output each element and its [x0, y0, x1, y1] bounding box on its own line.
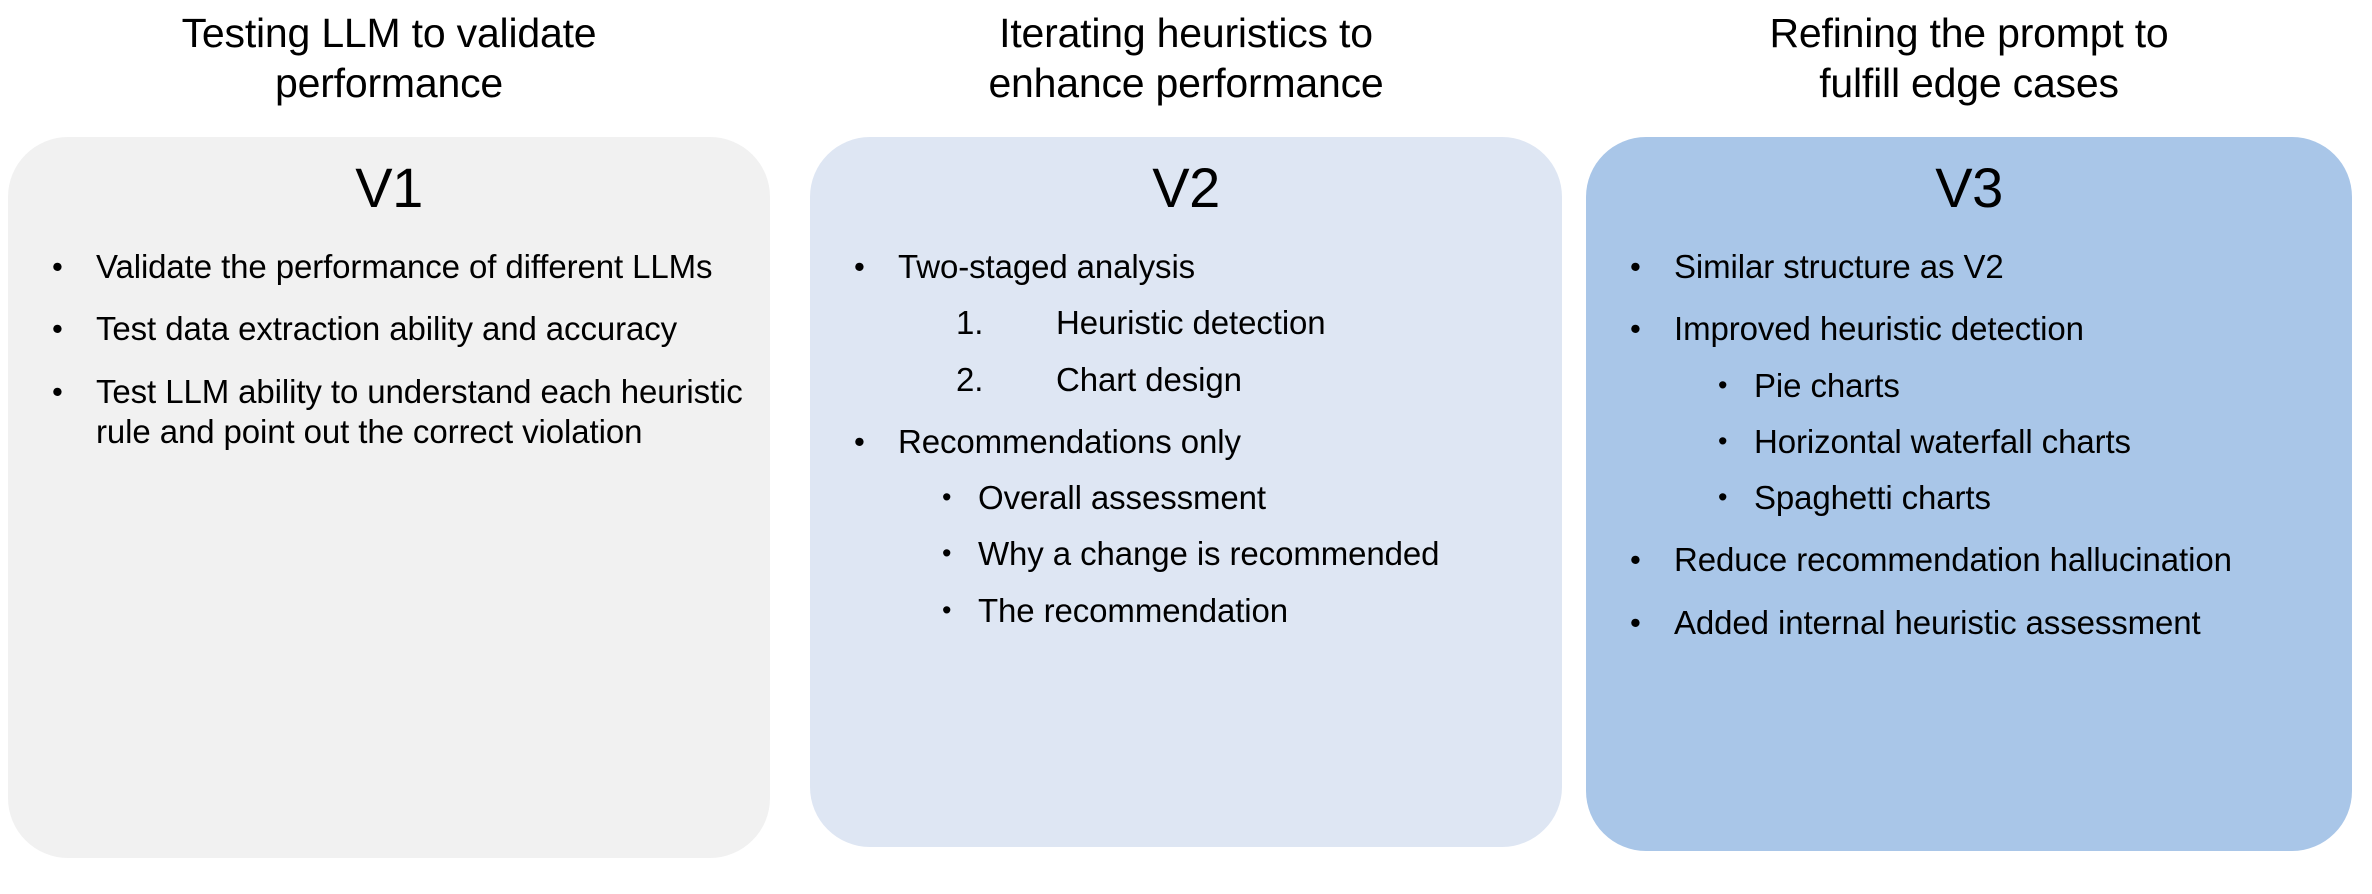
bullet-list-v2: • Two-staged analysis 1. Heuristic detec…: [836, 247, 1536, 631]
bullet-text: Added internal heuristic assessment: [1674, 603, 2201, 641]
list-item: • Test data extraction ability and accur…: [34, 309, 744, 349]
bullet-text: Reduce recommendation hallucination: [1674, 541, 2232, 579]
number-marker: 1.: [956, 304, 984, 342]
bullet-text: Pie charts: [1754, 366, 1900, 404]
bullet-marker: •: [1718, 482, 1728, 513]
column-heading-v1: Testing LLM to validate performance: [181, 10, 597, 107]
bullet-text: Horizontal waterfall charts: [1754, 422, 2131, 460]
bullet-marker: •: [1630, 249, 1641, 285]
list-item: • Test LLM ability to understand each he…: [34, 372, 744, 453]
list-item: • Validate the performance of different …: [34, 247, 744, 287]
bullet-marker: •: [52, 373, 63, 409]
bullet-text: Heuristic detection: [1056, 304, 1326, 342]
bullet-list-v1: • Validate the performance of different …: [34, 247, 744, 452]
bullet-text: Recommendations only: [898, 422, 1241, 460]
card-v3[interactable]: V3 • Similar structure as V2 • Improved …: [1586, 137, 2352, 852]
bullet-list-v3: • Similar structure as V2 • Improved heu…: [1612, 247, 2326, 643]
list-item: • Added internal heuristic assessment: [1612, 603, 2326, 643]
bullet-marker: •: [52, 311, 63, 347]
bullet-marker: •: [1718, 369, 1728, 400]
list-item: 2. Chart design: [836, 360, 1536, 400]
bullet-text: Test data extraction ability and accurac…: [96, 310, 678, 348]
column-v2: Iterating heuristics to enhance performa…: [790, 0, 1580, 848]
card-v1[interactable]: V1 • Validate the performance of differe…: [8, 137, 770, 859]
list-item: • Recommendations only: [836, 422, 1536, 462]
bullet-marker: •: [1718, 425, 1728, 456]
bullet-marker: •: [52, 249, 63, 285]
bullet-text: Two-staged analysis: [898, 248, 1196, 286]
card-title-v3: V3: [1935, 156, 2003, 220]
bullet-text: The recommendation: [978, 591, 1289, 629]
column-v1: Testing LLM to validate performance V1 •…: [0, 0, 790, 859]
card-v2[interactable]: V2 • Two-staged analysis 1. Heuristic de…: [810, 137, 1562, 848]
bullet-text: Why a change is recommended: [978, 535, 1440, 573]
card-title-v1: V1: [355, 156, 423, 220]
column-heading-v3: Refining the prompt to fulfill edge case…: [1769, 10, 2169, 107]
list-item: • Reduce recommendation hallucination: [1612, 540, 2326, 580]
list-item: • Improved heuristic detection: [1612, 309, 2326, 349]
list-item: • The recommendation: [836, 591, 1536, 631]
number-marker: 2.: [956, 360, 984, 398]
column-v3: Refining the prompt to fulfill edge case…: [1580, 0, 2372, 852]
bullet-marker: •: [942, 538, 952, 569]
bullet-text: Improved heuristic detection: [1674, 310, 2084, 348]
bullet-marker: •: [1630, 604, 1641, 640]
bullet-text: Similar structure as V2: [1674, 248, 2004, 286]
bullet-text: Chart design: [1056, 360, 1242, 398]
list-item: 1. Heuristic detection: [836, 303, 1536, 343]
list-item: • Two-staged analysis: [836, 247, 1536, 287]
bullet-marker: •: [1630, 542, 1641, 578]
list-item: • Similar structure as V2: [1612, 247, 2326, 287]
list-item: • Overall assessment: [836, 478, 1536, 518]
bullet-marker: •: [854, 423, 865, 459]
bullet-text: Spaghetti charts: [1754, 479, 1991, 517]
list-item: • Spaghetti charts: [1612, 478, 2326, 518]
list-item: • Pie charts: [1612, 366, 2326, 406]
bullet-text: Validate the performance of different LL…: [96, 248, 713, 286]
bullet-marker: •: [1630, 311, 1641, 347]
card-title-v2: V2: [1152, 156, 1220, 220]
list-item: • Why a change is recommended: [836, 534, 1536, 574]
bullet-marker: •: [854, 249, 865, 285]
bullet-text: Test LLM ability to understand each heur…: [96, 372, 743, 450]
column-heading-v2: Iterating heuristics to enhance performa…: [988, 10, 1384, 107]
list-item: • Horizontal waterfall charts: [1612, 422, 2326, 462]
bullet-marker: •: [942, 594, 952, 625]
bullet-marker: •: [942, 482, 952, 513]
bullet-text: Overall assessment: [978, 479, 1266, 517]
